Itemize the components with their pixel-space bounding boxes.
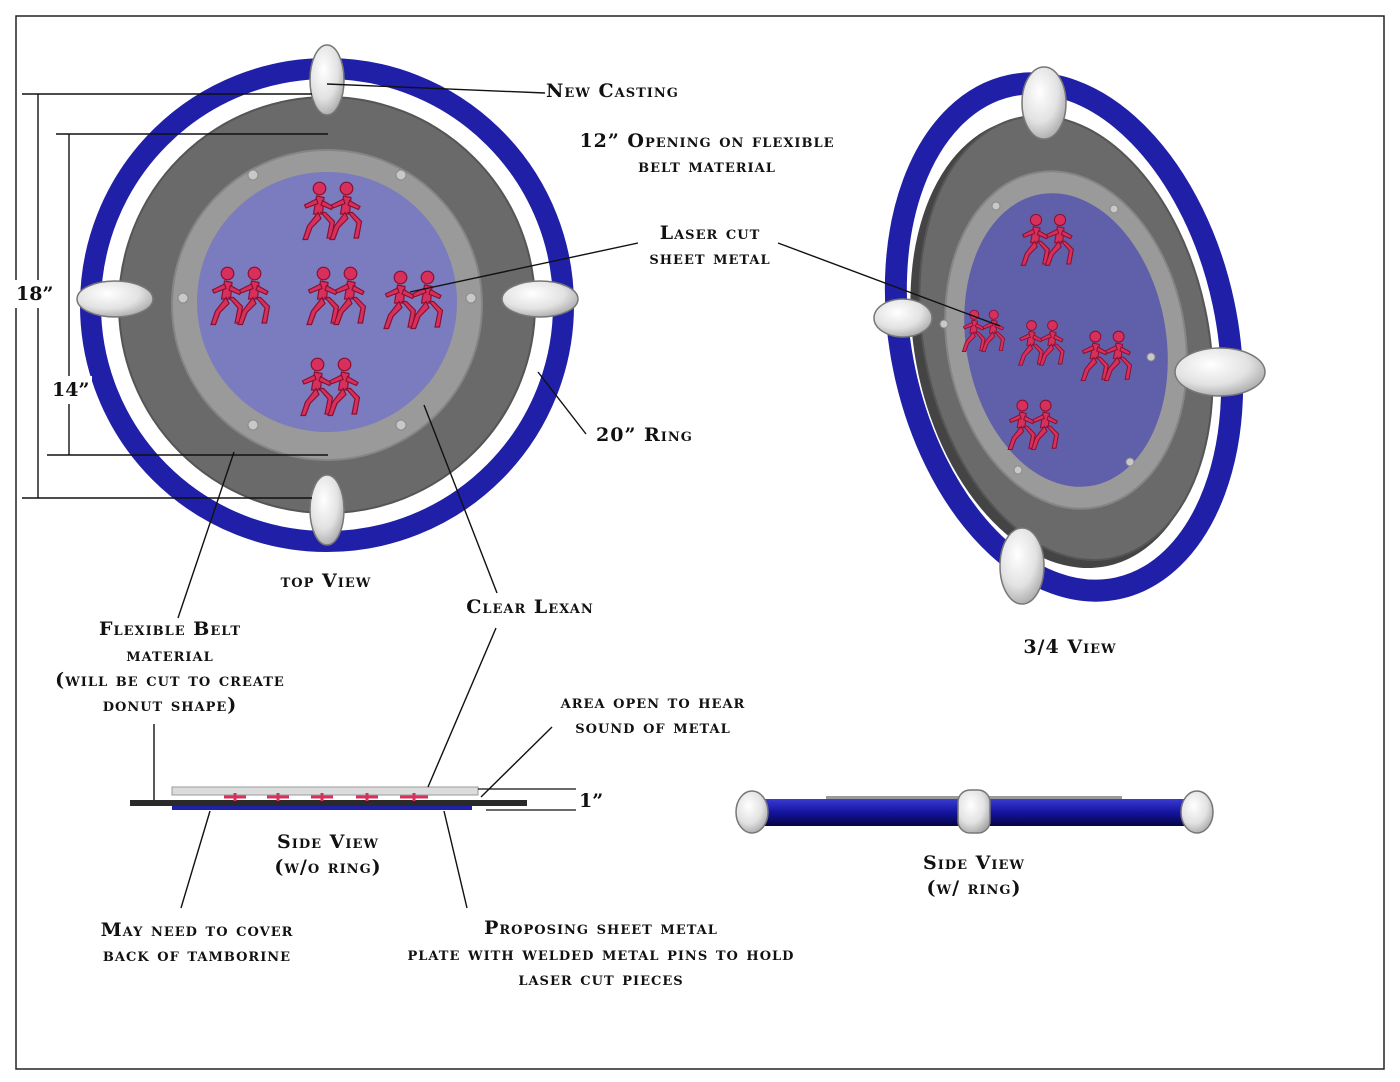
- side-view-no-ring-caption-line2: (w/o ring): [274, 856, 381, 878]
- casting-top: [309, 44, 345, 116]
- laser-cut-label-line1: Laser cut: [660, 222, 761, 244]
- casting-top: [1021, 66, 1067, 140]
- side-casting-center: [957, 789, 991, 834]
- casting-left: [873, 298, 933, 338]
- casting-right: [501, 280, 579, 318]
- cover-back-label-line2: back of tamborine: [103, 944, 291, 966]
- three-quarter-ring: [884, 72, 1244, 602]
- three-quarter-view-drawing: [873, 66, 1266, 605]
- flexible-belt-label-line1: Flexible Belt: [99, 618, 241, 640]
- side-view-no-ring-drawing: 1”: [130, 786, 603, 812]
- three-quarter-bolts: [939, 201, 1156, 475]
- casting-left: [76, 280, 154, 318]
- top-view-panel: [197, 172, 457, 432]
- opening-label-line1: 12” Opening on flexible: [579, 130, 834, 152]
- top-view-caption: top View: [281, 570, 372, 592]
- three-quarter-castings: [873, 66, 1266, 605]
- proposing-label-line3: laser cut pieces: [518, 968, 683, 990]
- side-view-ring-caption-line2: (w/ ring): [926, 877, 1021, 899]
- flexible-belt-label-line4: donut shape): [103, 694, 238, 716]
- dimension-14in: 14”: [52, 379, 89, 401]
- side-lexan-plate: [171, 786, 479, 796]
- dimension-1in: 1”: [579, 790, 603, 812]
- side-back-plate: [172, 806, 472, 810]
- opening-label-line2: belt material: [638, 155, 776, 177]
- casting-right: [1174, 347, 1266, 397]
- dimension-18in: 18”: [16, 283, 53, 305]
- casting-bottom: [999, 527, 1045, 605]
- new-casting-label: New Casting: [546, 80, 679, 102]
- side-figures: [224, 793, 428, 801]
- proposing-label-line1: Proposing sheet metal: [484, 917, 718, 939]
- top-view-drawing: 18” 14”: [14, 44, 579, 552]
- top-view-castings: [76, 44, 579, 546]
- cover-back-label-line1: May need to cover: [101, 919, 294, 941]
- laser-cut-label-line2: sheet metal: [649, 247, 770, 269]
- flexible-belt-label-line2: material: [126, 644, 213, 666]
- side-view-no-ring-caption-line1: Side View: [277, 831, 379, 853]
- side-casting-left: [735, 790, 769, 834]
- three-quarter-panel: [964, 193, 1168, 487]
- three-quarter-view-caption: 3/4 View: [1023, 636, 1116, 658]
- casting-bottom: [309, 474, 345, 546]
- area-open-label-line2: sound of metal: [575, 716, 730, 738]
- clear-lexan-label: Clear Lexan: [466, 596, 594, 618]
- side-view-ring-drawing: [735, 789, 1214, 834]
- area-open-label-line1: area open to hear: [560, 691, 746, 713]
- labels: New Casting 12” Opening on flexible belt…: [55, 80, 1116, 990]
- page-border: [15, 15, 1385, 1070]
- leader-lines: [153, 83, 1001, 909]
- side-view-ring-caption-line1: Side View: [923, 852, 1025, 874]
- proposing-label-line2: plate with welded metal pins to hold: [408, 943, 795, 965]
- side-belt-plate: [130, 800, 527, 806]
- side-casting-right: [1180, 790, 1214, 834]
- flexible-belt-label-line3: (will be cut to create: [55, 669, 285, 691]
- top-view-bolts: [177, 169, 477, 431]
- ring-label: 20” Ring: [596, 424, 693, 446]
